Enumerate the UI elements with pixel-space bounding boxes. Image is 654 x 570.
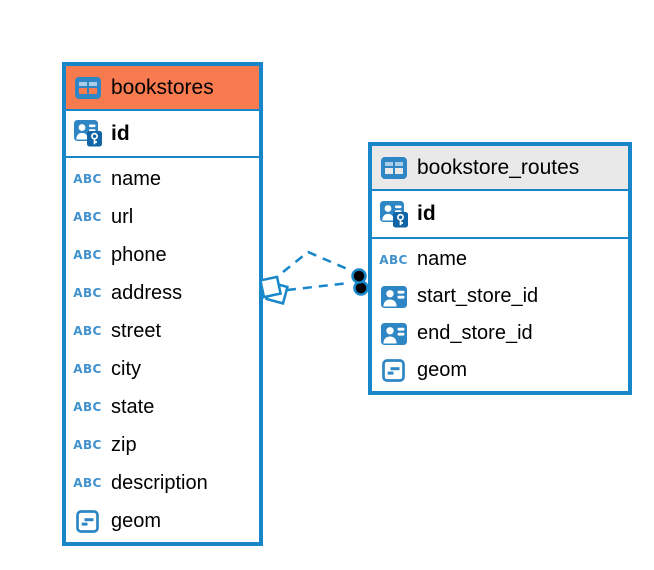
text-type-icon: ABC <box>73 438 102 452</box>
primary-key-row[interactable]: id <box>372 191 628 239</box>
relationship-line-lower[interactable] <box>286 281 350 292</box>
relationship-diamond-anchor[interactable] <box>258 275 289 305</box>
table-header[interactable]: bookstore_routes <box>372 146 628 191</box>
column-label: street <box>111 319 162 342</box>
primary-key-icon <box>73 120 102 147</box>
column-row-city[interactable]: ABC city <box>66 350 259 388</box>
geometry-type-icon <box>73 509 102 533</box>
text-type-icon: ABC <box>73 210 102 224</box>
column-label: start_store_id <box>417 285 539 307</box>
column-label: zip <box>111 433 137 456</box>
table-icon <box>73 76 102 99</box>
primary-key-label: id <box>111 121 130 145</box>
column-row-name[interactable]: ABC name <box>372 241 628 278</box>
geometry-type-icon <box>379 359 408 382</box>
text-type-icon: ABC <box>73 286 102 300</box>
column-label: phone <box>111 243 167 266</box>
text-type-icon: ABC <box>73 476 102 490</box>
column-row-zip[interactable]: ABC zip <box>66 426 259 464</box>
text-type-icon: ABC <box>73 362 102 376</box>
column-label: state <box>111 395 155 418</box>
column-row-state[interactable]: ABC state <box>66 388 259 426</box>
primary-key-icon <box>379 200 408 228</box>
column-row-address[interactable]: ABC address <box>66 274 259 312</box>
column-label: geom <box>111 509 162 532</box>
column-row-start_store_id[interactable]: start_store_id <box>372 278 628 315</box>
text-type-icon: ABC <box>73 324 102 338</box>
column-label: name <box>111 167 162 190</box>
text-type-icon: ABC <box>73 400 102 414</box>
text-type-icon: ABC <box>73 248 102 262</box>
column-list: ABC name start_store_id end_store_id geom <box>372 239 628 391</box>
column-label: end_store_id <box>417 322 533 344</box>
relationship-line-upper[interactable] <box>282 250 353 273</box>
column-row-phone[interactable]: ABC phone <box>66 236 259 274</box>
column-label: description <box>111 471 208 494</box>
column-label: url <box>111 205 134 228</box>
column-label: geom <box>417 359 468 381</box>
column-row-name[interactable]: ABC name <box>66 160 259 198</box>
column-row-street[interactable]: ABC street <box>66 312 259 350</box>
text-type-icon: ABC <box>379 252 408 267</box>
column-label: name <box>417 248 468 270</box>
column-row-url[interactable]: ABC url <box>66 198 259 236</box>
primary-key-label: id <box>417 202 436 225</box>
primary-key-row[interactable]: id <box>66 111 259 158</box>
column-row-description[interactable]: ABC description <box>66 464 259 502</box>
table-icon <box>379 156 408 179</box>
text-type-icon: ABC <box>73 172 102 186</box>
column-row-geom[interactable]: geom <box>66 502 259 540</box>
relationship-dot-anchor[interactable] <box>351 268 369 296</box>
column-row-end_store_id[interactable]: end_store_id <box>372 315 628 352</box>
table-title: bookstore_routes <box>417 155 580 179</box>
column-label: city <box>111 357 141 380</box>
table-title: bookstores <box>111 75 214 99</box>
entity-table-bookstore_routes[interactable]: bookstore_routes id ABC name start_store_… <box>368 142 632 395</box>
foreign-key-type-icon <box>379 285 408 308</box>
column-label: address <box>111 281 183 304</box>
foreign-key-type-icon <box>379 322 408 345</box>
column-row-geom[interactable]: geom <box>372 352 628 389</box>
table-header[interactable]: bookstores <box>66 66 259 111</box>
